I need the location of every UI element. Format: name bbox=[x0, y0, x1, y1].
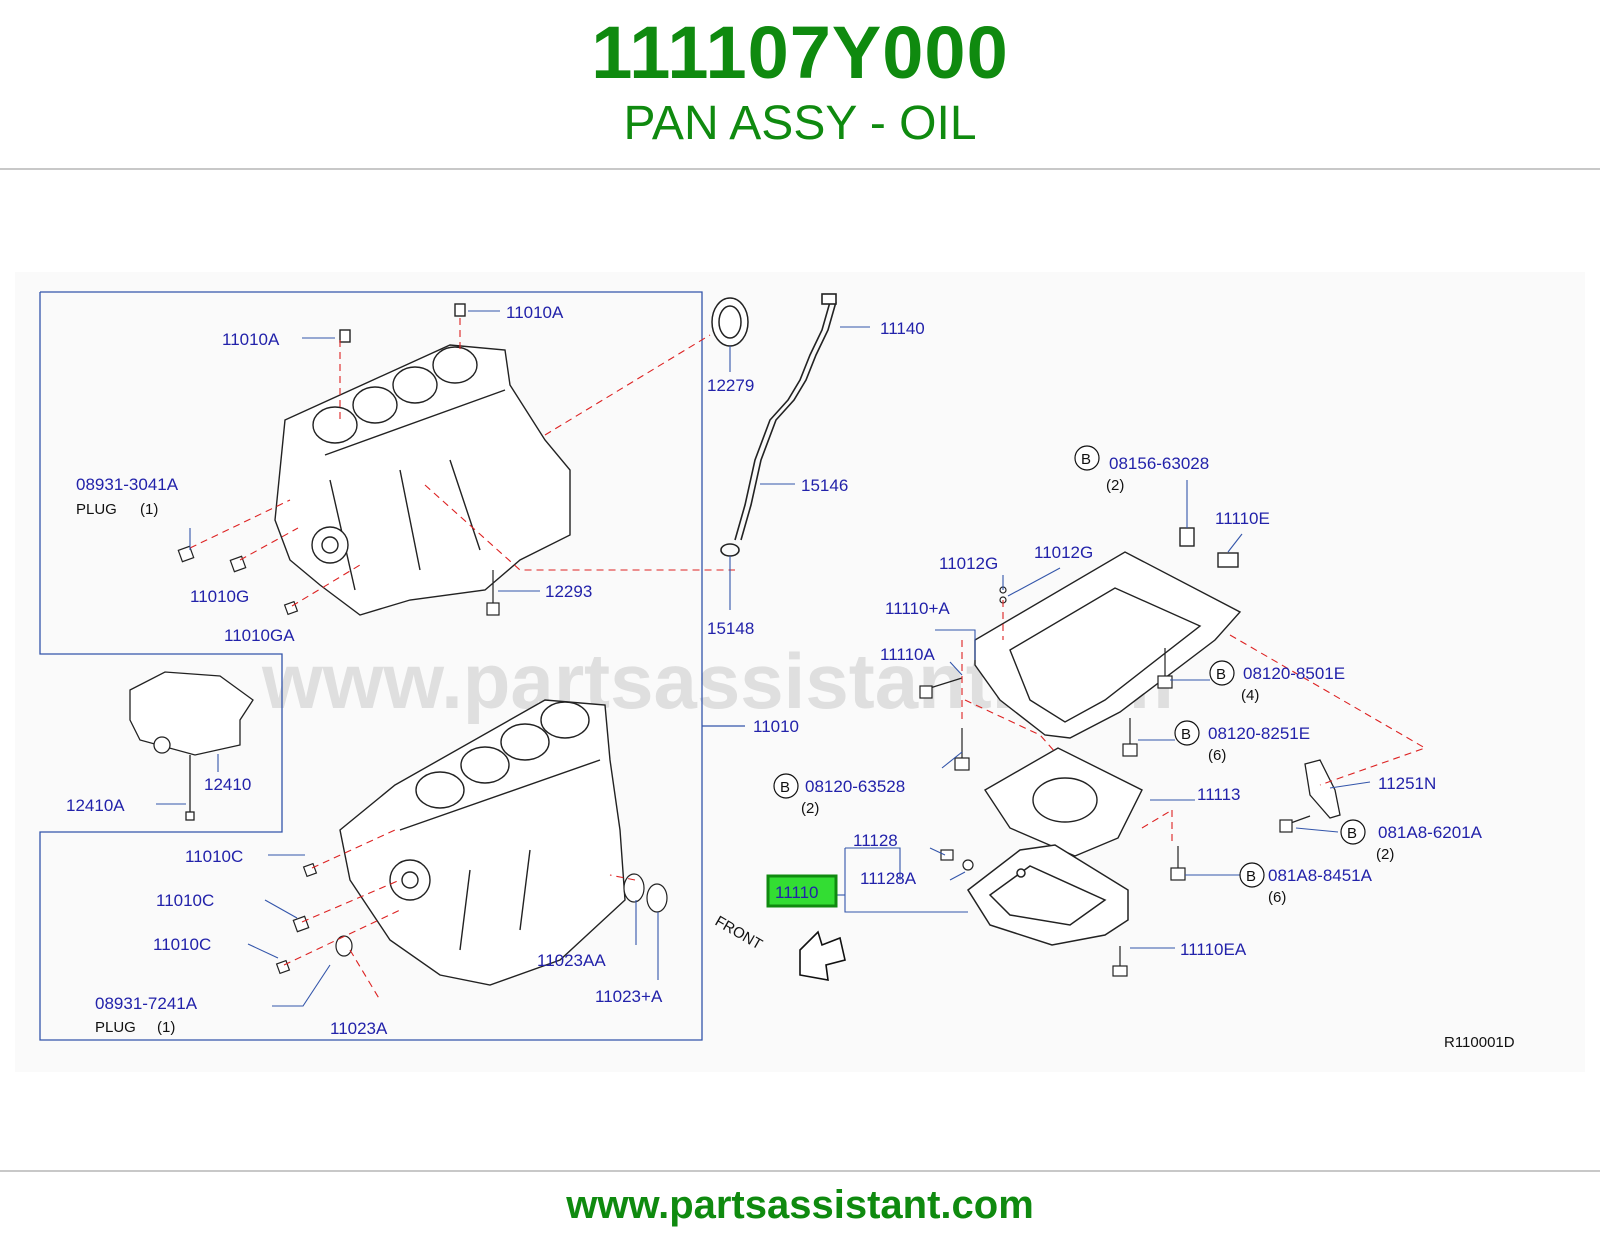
qty-08156: (2) bbox=[1106, 477, 1124, 494]
fasteners-drawing bbox=[177, 545, 1311, 977]
front-oil-seal-drawing bbox=[711, 297, 749, 347]
bolt-marker-icon bbox=[1340, 819, 1366, 845]
callout-11010C-2[interactable]: 11010C bbox=[156, 891, 214, 910]
highlighted-part-box bbox=[766, 874, 838, 908]
footer-website-link[interactable]: www.partsassistant.com bbox=[566, 1183, 1034, 1227]
bolt-marker-text: B bbox=[1347, 825, 1357, 842]
callout-08120-8251E[interactable]: 08120-8251E bbox=[1208, 724, 1310, 743]
callout-11140[interactable]: 11140 bbox=[880, 319, 925, 338]
bolt-marker-icon bbox=[773, 773, 799, 799]
callout-11110E[interactable]: 11110E bbox=[1215, 509, 1270, 528]
bolt-marker-icon bbox=[1209, 660, 1235, 686]
oil-pump-drawing bbox=[129, 671, 254, 821]
bolt-marker-text: B bbox=[1246, 868, 1256, 885]
plug-qty-2: (1) bbox=[157, 1019, 175, 1036]
callout-081A8-6201A[interactable]: 081A8-6201A bbox=[1378, 823, 1483, 842]
callout-11128A[interactable]: 11128A bbox=[860, 869, 917, 888]
callout-11251N[interactable]: 11251N bbox=[1378, 774, 1436, 793]
callout-11110EA[interactable]: 11110EA bbox=[1180, 940, 1247, 959]
callout-08120-8501E[interactable]: 08120-8501E bbox=[1243, 664, 1345, 683]
bolt-marker-icon bbox=[1239, 862, 1265, 888]
callout-11010C-3[interactable]: 11010C bbox=[153, 935, 211, 954]
part-name-subtitle: PAN ASSY - OIL bbox=[623, 97, 977, 150]
callout-11113[interactable]: 11113 bbox=[1197, 785, 1241, 804]
callout-11023-A[interactable]: 11023+A bbox=[595, 987, 663, 1006]
callout-11010GA[interactable]: 11010GA bbox=[224, 626, 295, 645]
baffle-plate-drawing bbox=[984, 747, 1143, 857]
plug-label-1: PLUG bbox=[76, 501, 117, 518]
bolt-marker-text: B bbox=[780, 779, 790, 796]
qty-8451A: (6) bbox=[1268, 889, 1286, 906]
footer-divider bbox=[0, 1170, 1600, 1172]
callout-12293[interactable]: 12293 bbox=[545, 582, 592, 601]
bolt-marker-group: B B B B B B bbox=[773, 445, 1366, 888]
lower-oil-pan-drawing bbox=[967, 844, 1129, 946]
bolt-marker-icon bbox=[1174, 720, 1200, 746]
callout-11012G-1[interactable]: 11012G bbox=[939, 554, 998, 573]
qty-8501E: (4) bbox=[1241, 687, 1259, 704]
callout-11012G-2[interactable]: 11012G bbox=[1034, 543, 1093, 562]
callout-12410A[interactable]: 12410A bbox=[66, 796, 125, 815]
qty-63528: (2) bbox=[801, 800, 819, 817]
parts-diagram: www.partsassistant.com bbox=[15, 272, 1585, 1072]
callout-11010A-left[interactable]: 11010A bbox=[222, 330, 280, 349]
callout-12410[interactable]: 12410 bbox=[204, 775, 251, 794]
callout-08931-3041A[interactable]: 08931-3041A bbox=[76, 475, 179, 494]
callout-11110-A[interactable]: 11110+A bbox=[885, 599, 950, 618]
cylinder-block-lower-drawing bbox=[339, 699, 626, 986]
cylinder-block-upper-drawing bbox=[274, 303, 571, 616]
bolt-marker-text: B bbox=[1181, 726, 1191, 743]
callout-081A8-8451A[interactable]: 081A8-8451A bbox=[1268, 866, 1373, 885]
qty-6201A: (2) bbox=[1376, 846, 1394, 863]
exploded-view-svg: www.partsassistant.com bbox=[39, 291, 1515, 1051]
part-number-title: 111107Y000 bbox=[591, 11, 1009, 94]
front-label: FRONT bbox=[712, 913, 765, 954]
front-arrow-icon bbox=[799, 930, 846, 981]
callout-08120-63528[interactable]: 08120-63528 bbox=[805, 777, 905, 796]
callout-leader-lines bbox=[156, 310, 1371, 1007]
bolt-marker-text: B bbox=[1081, 451, 1091, 468]
bracket-drawing bbox=[1304, 759, 1341, 819]
callout-08156-63028[interactable]: 08156-63028 bbox=[1109, 454, 1209, 473]
qty-8251E: (6) bbox=[1208, 747, 1226, 764]
bolt-marker-text: B bbox=[1216, 666, 1226, 683]
header-divider bbox=[0, 168, 1600, 170]
assembly-frame bbox=[39, 291, 745, 1041]
page-header: 111107Y000 PAN ASSY - OIL bbox=[0, 0, 1600, 170]
callout-11010C-1[interactable]: 11010C bbox=[185, 847, 243, 866]
callout-11128[interactable]: 11128 bbox=[853, 831, 898, 850]
callout-11010[interactable]: 11010 bbox=[753, 717, 799, 736]
callout-11110-highlighted[interactable]: 11110 bbox=[775, 883, 819, 902]
callout-12279[interactable]: 12279 bbox=[707, 376, 754, 395]
callout-11023A[interactable]: 11023A bbox=[330, 1019, 388, 1038]
callout-11010A-top[interactable]: 11010A bbox=[506, 303, 564, 322]
bolt-marker-icon bbox=[1074, 445, 1100, 471]
callout-15148[interactable]: 15148 bbox=[707, 619, 754, 638]
callout-15146[interactable]: 15146 bbox=[801, 476, 848, 495]
diagram-reference-code: R110001D bbox=[1444, 1034, 1515, 1051]
callout-11023AA[interactable]: 11023AA bbox=[537, 951, 606, 970]
dashed-assembly-lines bbox=[189, 318, 1427, 1001]
callout-08931-7241A[interactable]: 08931-7241A bbox=[95, 994, 198, 1013]
plug-qty-1: (1) bbox=[140, 501, 158, 518]
callout-11110A[interactable]: 11110A bbox=[880, 645, 935, 664]
upper-oil-pan-drawing bbox=[974, 527, 1242, 739]
plug-label-2: PLUG bbox=[95, 1019, 136, 1036]
callout-11010G[interactable]: 11010G bbox=[190, 587, 249, 606]
